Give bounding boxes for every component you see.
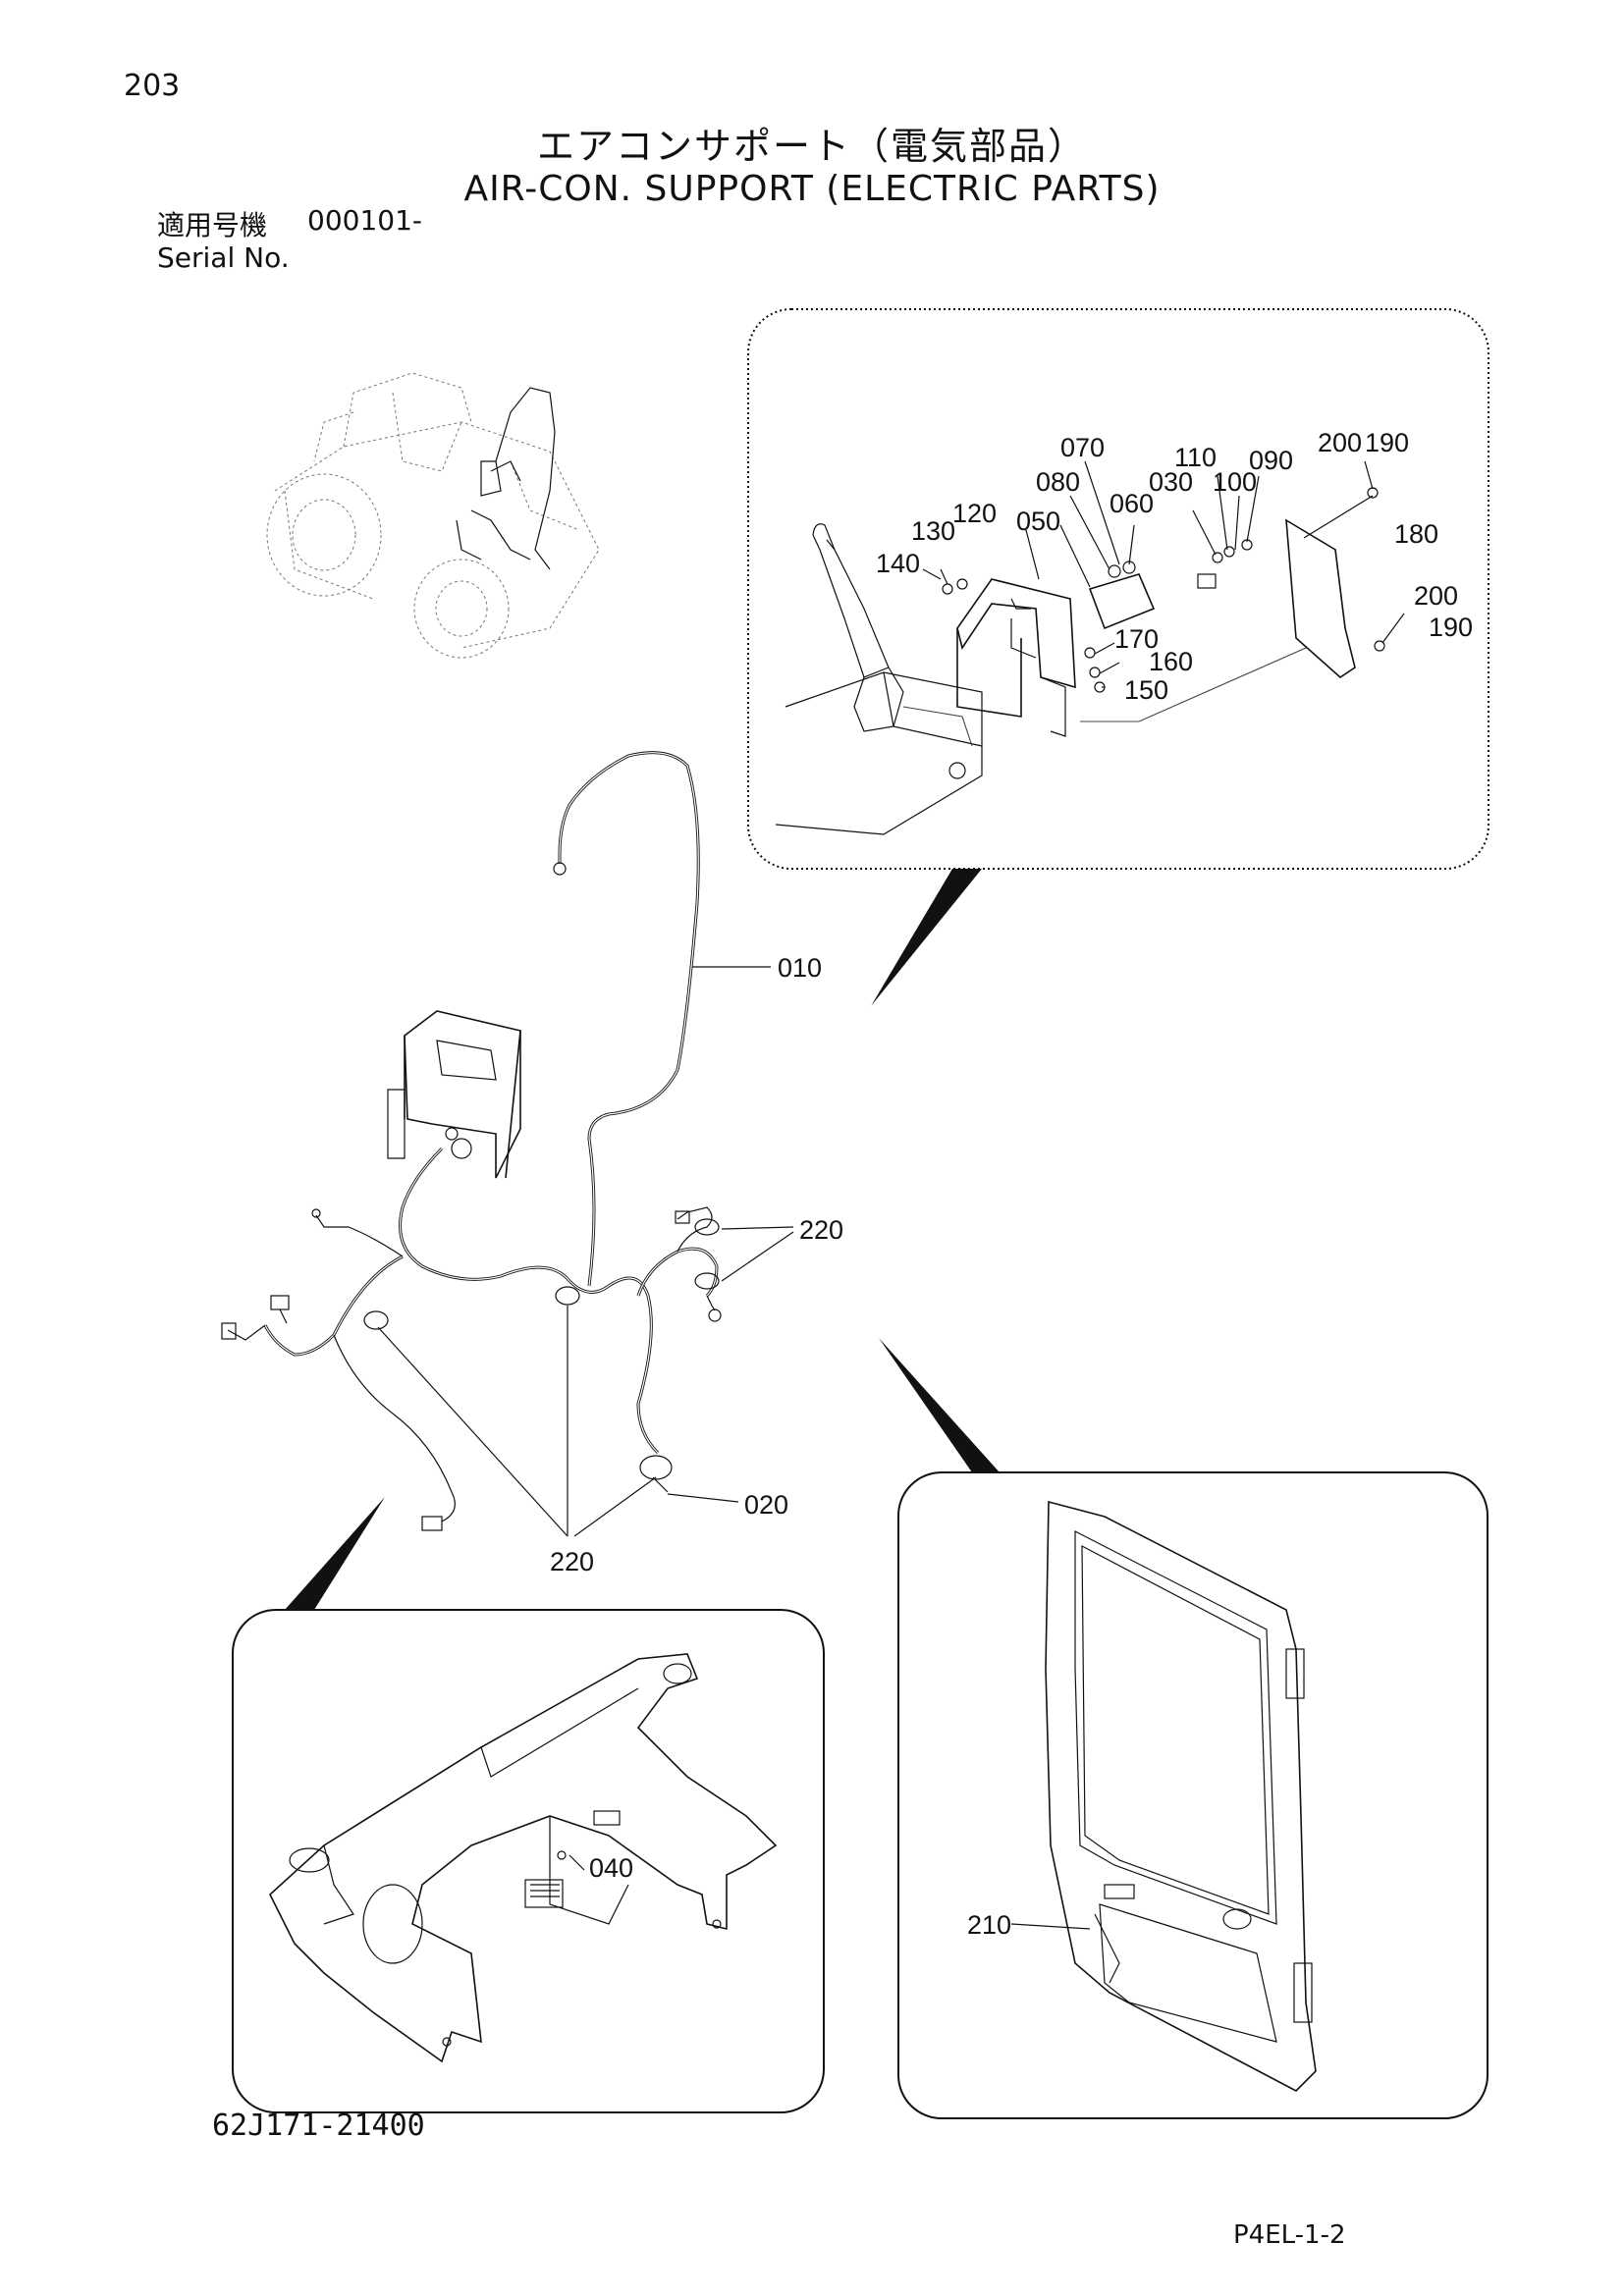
overview-harness — [456, 387, 556, 570]
serial-label: Serial No. — [157, 241, 290, 274]
machine-overview-illustration — [266, 372, 600, 659]
detail-panel-air-con-support — [747, 308, 1489, 1006]
label-170: 170 — [1114, 624, 1159, 654]
label-060: 060 — [1110, 489, 1154, 518]
label-130: 130 — [911, 516, 955, 546]
label-110: 110 — [1174, 443, 1217, 472]
label-200-top: 200 — [1318, 428, 1362, 457]
label-030: 030 — [1149, 467, 1193, 497]
serial-label-japanese: 適用号機 — [157, 209, 268, 241]
label-200-bottom: 200 — [1414, 581, 1458, 611]
label-160: 160 — [1149, 647, 1193, 676]
label-180: 180 — [1394, 519, 1438, 549]
label-210: 210 — [967, 1910, 1011, 1940]
detail-pointer-top — [871, 869, 982, 1006]
page-code: P4EL-1-2 — [1233, 2220, 1346, 2250]
serial-number-value: 000101- — [307, 204, 422, 237]
page-title-japanese: エアコンサポート（電気部品） — [536, 125, 1087, 168]
label-150: 150 — [1124, 675, 1168, 705]
label-040: 040 — [589, 1853, 633, 1883]
detail-pointer-bottom-left — [285, 1497, 385, 1610]
label-090: 090 — [1249, 446, 1293, 475]
label-120: 120 — [952, 499, 997, 528]
label-190-top: 190 — [1365, 428, 1409, 457]
detail-pointer-bottom-right — [879, 1338, 1000, 1472]
wiring-harness-assembly — [221, 751, 794, 1537]
label-080: 080 — [1036, 467, 1080, 497]
label-140: 140 — [876, 549, 920, 578]
label-050: 050 — [1016, 507, 1060, 536]
label-010: 010 — [778, 953, 822, 983]
drawing-number: 62J171-21400 — [212, 2109, 425, 2143]
label-020: 020 — [744, 1490, 788, 1520]
label-220-bottom: 220 — [550, 1547, 594, 1576]
label-100: 100 — [1213, 467, 1257, 497]
page-number: 203 — [124, 69, 181, 103]
part-number-labels: 070 110 090 200 190 080 030 100 060 120 … — [550, 428, 1473, 1940]
label-070: 070 — [1060, 433, 1105, 462]
label-220-right: 220 — [799, 1215, 843, 1245]
detail-panel-cab-door — [879, 1338, 1489, 2119]
page-title: AIR-CON. SUPPORT (ELECTRIC PARTS) — [463, 169, 1161, 209]
label-190-bottom: 190 — [1429, 613, 1473, 642]
detail-panel-console-frame — [232, 1497, 825, 2113]
